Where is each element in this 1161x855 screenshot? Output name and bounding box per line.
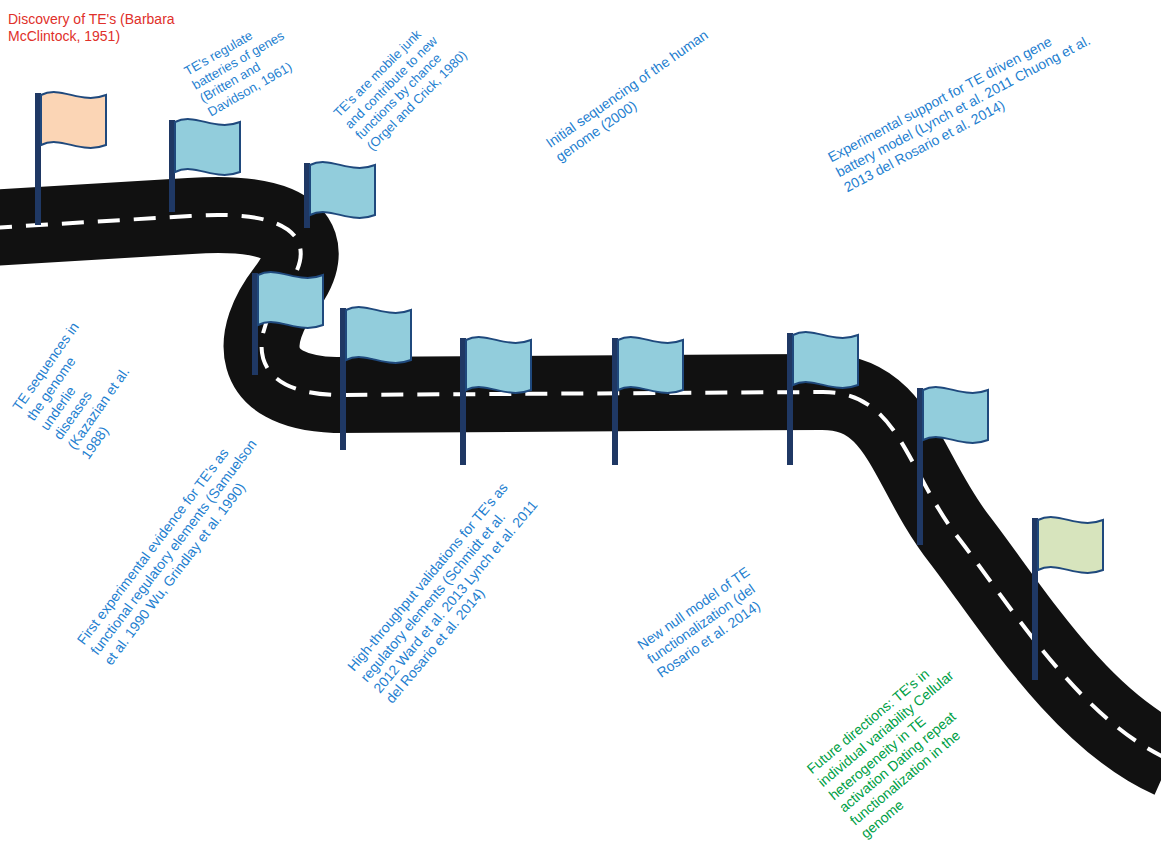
- flag-cloth: [1038, 517, 1103, 573]
- flag-cloth: [346, 307, 411, 363]
- flag-cloth: [310, 162, 375, 218]
- flag-cloth: [466, 337, 531, 393]
- flag: [612, 337, 683, 465]
- milestone-label: First experimental evidence for TE's as …: [74, 422, 277, 668]
- flag: [340, 307, 411, 450]
- flag: [252, 272, 323, 375]
- milestone-label: Discovery of TE's (Barbara McClintock, 1…: [8, 11, 208, 45]
- milestone-label: High-throughput validations for TE's as …: [344, 473, 556, 708]
- milestone-label: Initial sequencing of the human genome (…: [542, 15, 737, 166]
- milestone-label: Future directions: TE's in individual va…: [804, 649, 1007, 842]
- flag: [169, 119, 240, 212]
- milestone-label: TE's are mobile junk and contribute to n…: [330, 10, 473, 153]
- road-center-line: [0, 215, 1161, 760]
- flag-cloth: [618, 337, 683, 393]
- milestone-label: TE sequences in the genome underlie dise…: [9, 318, 152, 462]
- flag-cloth: [923, 387, 988, 443]
- flag-cloth: [175, 119, 240, 175]
- flag: [460, 337, 531, 465]
- flag-cloth: [258, 272, 323, 328]
- flag: [917, 387, 988, 545]
- flag: [787, 332, 858, 465]
- milestone-label: New null model of TE functionalization (…: [634, 539, 806, 681]
- flag: [304, 162, 375, 228]
- flag-cloth: [793, 332, 858, 388]
- flag: [1032, 517, 1103, 680]
- milestone-label: Experimental support for TE driven gene …: [825, 15, 1105, 196]
- road: [0, 215, 1161, 760]
- flag-cloth: [41, 92, 106, 148]
- milestone-label: TE's regulate batteries of genes (Britte…: [182, 4, 319, 119]
- flag: [35, 92, 106, 225]
